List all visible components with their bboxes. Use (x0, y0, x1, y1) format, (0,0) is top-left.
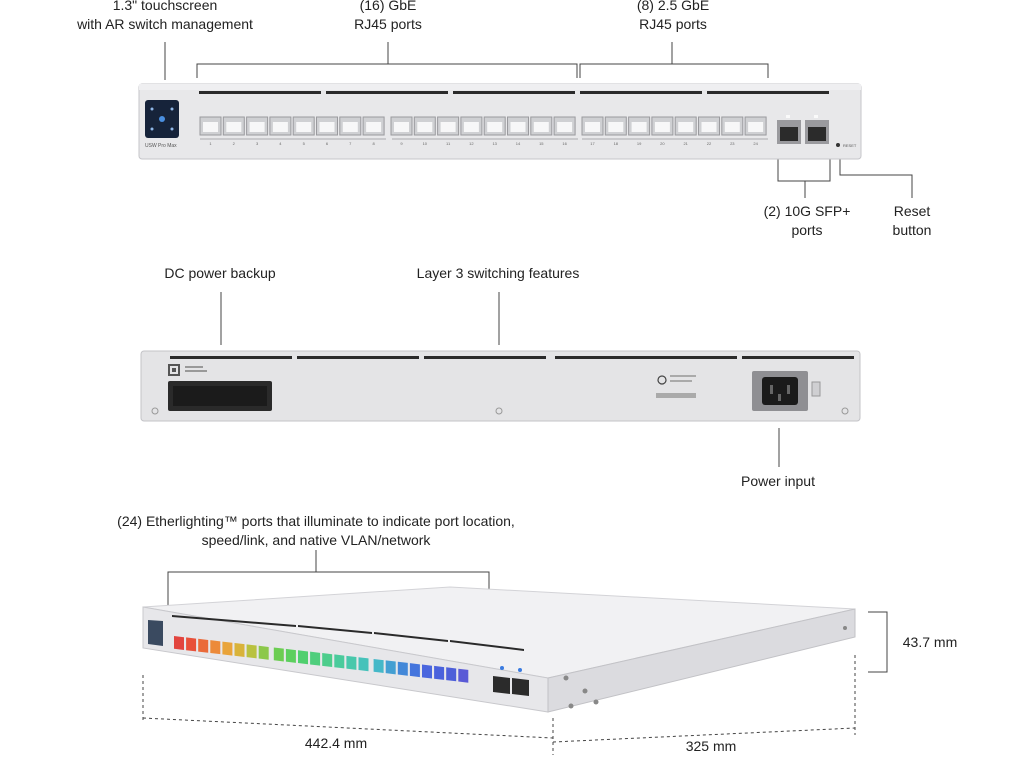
port-number: 3 (255, 141, 259, 146)
port-number: 9 (400, 141, 403, 146)
rj45-port (553, 116, 576, 136)
layer3-features-label: Layer 3 switching features (416, 265, 580, 281)
model-label: USW Pro Max (145, 143, 177, 149)
iso-sfp-cages (493, 666, 529, 696)
rj45-port (507, 116, 529, 136)
rj45-port (246, 116, 269, 136)
etherlighting-port (246, 644, 257, 659)
port-number: 13 (492, 141, 497, 146)
etherlighting-port (358, 657, 369, 672)
port-number: 17 (590, 141, 595, 146)
rj45-port (222, 116, 245, 136)
sfp-ports-label: (2) 10G SFP+ ports (763, 203, 851, 238)
port-number: 20 (660, 141, 665, 146)
etherlighting-port (186, 637, 197, 652)
rj45-port (530, 116, 553, 136)
depth-dimension: 325 mm (685, 738, 737, 754)
etherlighting-port (174, 636, 184, 650)
etherlighting-port (285, 648, 296, 663)
etherlighting-port (222, 641, 233, 656)
rj45-port (628, 116, 651, 136)
power-input-label: Power input (741, 473, 815, 489)
touchscreen-label: 1.3" touchscreen with AR switch manageme… (77, 0, 253, 32)
etherlighting-port (409, 663, 420, 678)
port-number: 22 (706, 141, 712, 146)
rj45-port (698, 116, 720, 136)
rj45-port (413, 116, 436, 136)
switch-front-panel (138, 83, 862, 160)
gbe-ports-label: (16) GbE RJ45 ports (354, 0, 422, 32)
etherlighting-port (397, 661, 408, 676)
port-number: 1 (209, 141, 212, 146)
etherlighting-port (385, 660, 396, 675)
touchscreen-display (145, 100, 179, 138)
rj45-port (581, 116, 604, 136)
port-number: 16 (562, 141, 567, 146)
port-number: 5 (302, 141, 305, 146)
etherlighting-port (373, 658, 384, 673)
rj45-port (744, 116, 767, 136)
height-dimension: 43.7 mm (902, 634, 958, 650)
rj45-port (651, 116, 674, 136)
sfp-cages (777, 115, 829, 144)
rj45-port (483, 116, 506, 136)
port-number: 10 (422, 141, 428, 146)
dc-power-backup-label: DC power backup (164, 265, 276, 281)
rj45-port (292, 116, 315, 136)
dc-power-connector (168, 381, 272, 411)
port-number: 24 (753, 141, 758, 146)
rj45-port (316, 116, 338, 136)
etherlighting-port (434, 665, 445, 680)
switch-isometric-body (142, 586, 856, 713)
reset-button-label: Reset button (892, 203, 932, 238)
port-number: 2 (232, 141, 235, 146)
etherlighting-port (310, 651, 321, 666)
ac-power-inlet (752, 371, 821, 411)
etherlighting-port (446, 667, 457, 682)
rj45-port (604, 116, 627, 136)
etherlighting-port (273, 647, 284, 662)
etherlighting-port (198, 638, 209, 653)
rj45-port (199, 116, 222, 136)
gbe25-ports-label: (8) 2.5 GbE RJ45 ports (636, 0, 710, 32)
rj45-port (721, 116, 744, 136)
port-number: 12 (469, 141, 474, 146)
etherlighting-port (210, 640, 221, 655)
etherlighting-label: (24) Etherlighting™ ports that illuminat… (117, 513, 515, 548)
rj45-port (339, 116, 362, 136)
switch-back-panel (140, 350, 861, 422)
port-number: 19 (636, 141, 642, 146)
rj45-port (390, 116, 413, 136)
etherlighting-port (258, 645, 269, 660)
port-number: 6 (325, 141, 329, 146)
rj45-port (437, 116, 460, 136)
port-number: 23 (730, 141, 735, 146)
port-number: 21 (683, 141, 688, 146)
etherlighting-port (298, 650, 308, 665)
rj45-port (269, 116, 292, 136)
reset-text: RESET (843, 143, 857, 148)
rj45-port (674, 116, 697, 136)
port-number: 14 (515, 141, 521, 146)
etherlighting-port (458, 668, 469, 683)
etherlighting-port (346, 655, 357, 670)
etherlighting-port (322, 653, 333, 668)
width-dimension: 442.4 mm (304, 735, 368, 751)
rj45-port (362, 116, 385, 136)
port-number: 8 (372, 141, 375, 146)
port-number: 18 (613, 141, 619, 146)
etherlighting-port (422, 664, 432, 679)
rj45-port (460, 116, 483, 136)
port-number: 4 (279, 141, 282, 146)
etherlighting-port (334, 654, 345, 669)
etherlighting-port (234, 642, 245, 657)
port-number: 11 (446, 141, 451, 146)
port-number: 7 (349, 141, 352, 146)
port-number: 15 (539, 141, 544, 146)
